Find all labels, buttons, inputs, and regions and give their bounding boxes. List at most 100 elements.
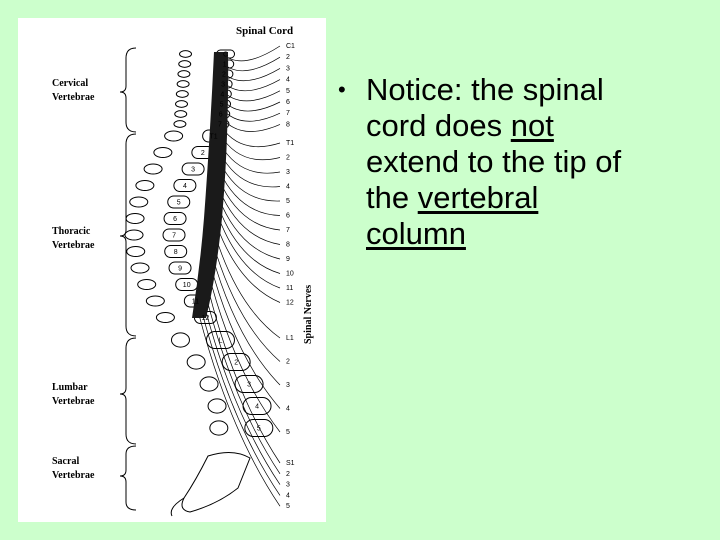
vertebra-process bbox=[175, 90, 189, 98]
vertebra-number: 8 bbox=[174, 249, 178, 256]
vertebra-process bbox=[126, 246, 146, 257]
nerve-root bbox=[219, 170, 281, 216]
vertebra-number: 4 bbox=[255, 404, 259, 411]
vertebra-number: 7 bbox=[172, 233, 176, 240]
nerve-root bbox=[207, 269, 281, 433]
vertebra-process bbox=[143, 163, 163, 175]
nerve-number: 5 bbox=[286, 429, 290, 436]
vertebra-number: 3 bbox=[247, 382, 251, 389]
spinal-cord-diagram: Spinal Cord Cervical Vertebrae Thoracic … bbox=[18, 18, 326, 522]
vertebra-body bbox=[181, 162, 205, 176]
nerve-root bbox=[217, 215, 281, 289]
nerve-number: 7 bbox=[286, 110, 290, 117]
vertebra-process bbox=[153, 147, 173, 158]
vertebra-number: 2 bbox=[222, 72, 226, 79]
vertebra-process bbox=[155, 312, 175, 323]
vertebrae-group bbox=[124, 49, 274, 517]
nerve-root bbox=[219, 161, 281, 202]
vertebra-number: 6 bbox=[173, 216, 177, 223]
nerve-number: C1 bbox=[286, 43, 295, 50]
vertebra-process bbox=[175, 100, 189, 108]
nerve-number: 7 bbox=[286, 227, 290, 234]
vertebra-number: 5 bbox=[177, 200, 181, 207]
vertebra-process bbox=[137, 279, 157, 290]
nerve-root bbox=[220, 116, 281, 132]
vertebra-number: C bbox=[223, 52, 228, 59]
brace-lumbar bbox=[119, 337, 137, 445]
bullet-paragraph: Notice: the spinal cord does not extend … bbox=[366, 72, 706, 252]
vertebra-process bbox=[130, 262, 150, 274]
vertebra-number: 11 bbox=[192, 299, 199, 306]
nerve-root bbox=[212, 242, 281, 362]
nerve-number: 12 bbox=[286, 300, 294, 307]
vertebra-process bbox=[186, 354, 206, 370]
vertebra-process bbox=[173, 120, 187, 128]
vertebra-number: 3 bbox=[221, 82, 225, 89]
nerve-number: 5 bbox=[286, 503, 290, 510]
figure-title: Spinal Cord bbox=[236, 25, 293, 37]
bullet-line-5: column bbox=[366, 216, 706, 252]
nerve-number: 3 bbox=[286, 382, 290, 389]
nerve-number: 9 bbox=[286, 256, 290, 263]
nerve-number: S1 bbox=[286, 460, 295, 467]
nerve-root bbox=[210, 251, 281, 386]
nerve-root bbox=[203, 287, 281, 474]
nerve-number: 2 bbox=[286, 471, 290, 478]
nerve-number: 6 bbox=[286, 99, 290, 106]
nerve-root bbox=[201, 296, 281, 485]
vertebra-body bbox=[234, 375, 264, 393]
vertebra-process bbox=[176, 80, 190, 88]
vertebra-number: 7 bbox=[218, 122, 222, 129]
vertebra-body bbox=[167, 195, 191, 209]
vertebra-number: 1 bbox=[223, 62, 227, 69]
nerve-number: T1 bbox=[286, 140, 294, 147]
vertebra-body bbox=[173, 179, 197, 192]
spinal-cord-body bbox=[192, 52, 229, 318]
brace-sacral bbox=[119, 445, 137, 511]
vertebra-process bbox=[145, 295, 165, 307]
nerve-number: 4 bbox=[286, 184, 290, 191]
vertebra-number: 6 bbox=[219, 112, 223, 119]
nerve-root bbox=[200, 305, 281, 496]
nerve-root bbox=[205, 278, 281, 464]
vertebra-process bbox=[170, 332, 190, 348]
nerve-root bbox=[198, 313, 281, 507]
vertebra-process bbox=[164, 130, 184, 142]
vertebra-number: 2 bbox=[234, 360, 238, 367]
vertebra-number: 10 bbox=[183, 282, 191, 289]
vertebra-process bbox=[177, 70, 191, 78]
vertebra-process bbox=[124, 229, 144, 241]
vertebra-number: 2 bbox=[201, 150, 205, 157]
vertebra-process bbox=[125, 213, 145, 224]
bullet-line-1: Notice: the spinal bbox=[366, 72, 604, 107]
vertebra-number: L bbox=[219, 338, 223, 345]
nerve-number: 5 bbox=[286, 88, 290, 95]
vertebra-body bbox=[163, 212, 187, 225]
nerve-number: 3 bbox=[286, 65, 290, 72]
label-thoracic-1: Thoracic bbox=[52, 226, 91, 237]
region-braces bbox=[119, 47, 137, 511]
nerve-root bbox=[218, 197, 281, 260]
underlined-word-column: column bbox=[366, 216, 466, 251]
nerve-number: 3 bbox=[286, 169, 290, 176]
spinal-cord-illustration: Spinal Cord Cervical Vertebrae Thoracic … bbox=[52, 25, 314, 517]
side-label-spinal-nerves: Spinal Nerves bbox=[303, 285, 314, 344]
label-lumbar-2: Vertebrae bbox=[52, 396, 95, 407]
underlined-word-not: not bbox=[510, 108, 554, 143]
nerve-number: 2 bbox=[286, 359, 290, 366]
brace-cervical bbox=[119, 47, 137, 133]
vertebra-process bbox=[174, 110, 188, 118]
brace-thoracic bbox=[119, 133, 137, 337]
nerve-number: 4 bbox=[286, 77, 290, 84]
vertebra-process bbox=[199, 376, 219, 392]
nerve-number: 11 bbox=[286, 285, 293, 292]
nerve-number: L1 bbox=[286, 335, 294, 342]
nerve-number: 10 bbox=[286, 271, 294, 278]
label-sacral-2: Vertebrae bbox=[52, 470, 95, 481]
nerve-root bbox=[218, 206, 281, 274]
vertebra-number: 4 bbox=[220, 92, 224, 99]
nerve-root bbox=[209, 260, 281, 409]
vertebra-number: T1 bbox=[210, 134, 218, 141]
